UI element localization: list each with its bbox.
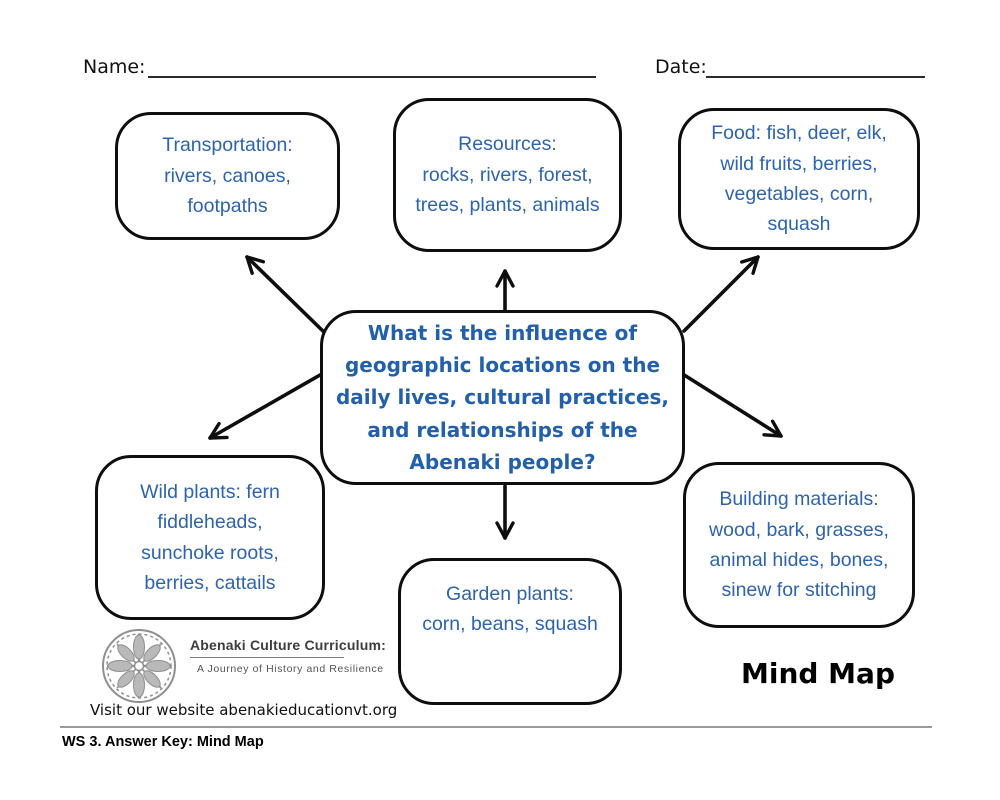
node-food: Food: fish, deer, elk, wild fruits, berr… xyxy=(678,108,920,250)
arrow-to-building-materials xyxy=(679,371,783,438)
arrow-to-food xyxy=(682,255,760,333)
abenaki-logo-icon xyxy=(102,629,176,703)
logo-divider xyxy=(190,657,344,658)
arrow-to-transportation xyxy=(245,255,328,336)
website-text: Visit our website abenakieducationvt.org xyxy=(90,701,398,719)
date-blank-field[interactable] xyxy=(706,56,925,78)
node-garden-plants: Garden plants: corn, beans, squash xyxy=(398,558,622,705)
node-central-question: What is the influence of geographic loca… xyxy=(320,310,685,485)
node-transportation-text: Transportation: rivers, canoes, footpath… xyxy=(162,134,293,218)
date-label: Date: xyxy=(655,56,707,78)
node-wild-plants-text: Wild plants: fern fiddleheads, sunchoke … xyxy=(140,480,280,594)
name-label: Name: xyxy=(83,56,146,78)
footer-divider xyxy=(60,726,932,728)
mind-map-title: Mind Map xyxy=(741,657,895,690)
node-building-materials: Building materials: wood, bark, grasses,… xyxy=(683,462,915,628)
name-blank-field[interactable] xyxy=(148,56,596,78)
node-food-text: Food: fish, deer, elk, wild fruits, berr… xyxy=(711,122,887,236)
node-building-materials-text: Building materials: wood, bark, grasses,… xyxy=(709,488,889,602)
node-transportation: Transportation: rivers, canoes, footpath… xyxy=(115,112,340,240)
arrow-to-wild-plants xyxy=(208,369,329,440)
node-resources-text: Resources: rocks, rivers, forest, trees,… xyxy=(415,133,600,217)
central-question-text: What is the influence of geographic loca… xyxy=(335,320,670,475)
worksheet-label: WS 3. Answer Key: Mind Map xyxy=(62,734,264,750)
node-wild-plants: Wild plants: fern fiddleheads, sunchoke … xyxy=(95,455,325,620)
logo-subtitle: A Journey of History and Resilience xyxy=(197,663,384,675)
node-resources: Resources: rocks, rivers, forest, trees,… xyxy=(393,98,622,252)
node-garden-plants-text: Garden plants: corn, beans, squash xyxy=(422,583,598,636)
logo-title: Abenaki Culture Curriculum: xyxy=(190,637,386,653)
